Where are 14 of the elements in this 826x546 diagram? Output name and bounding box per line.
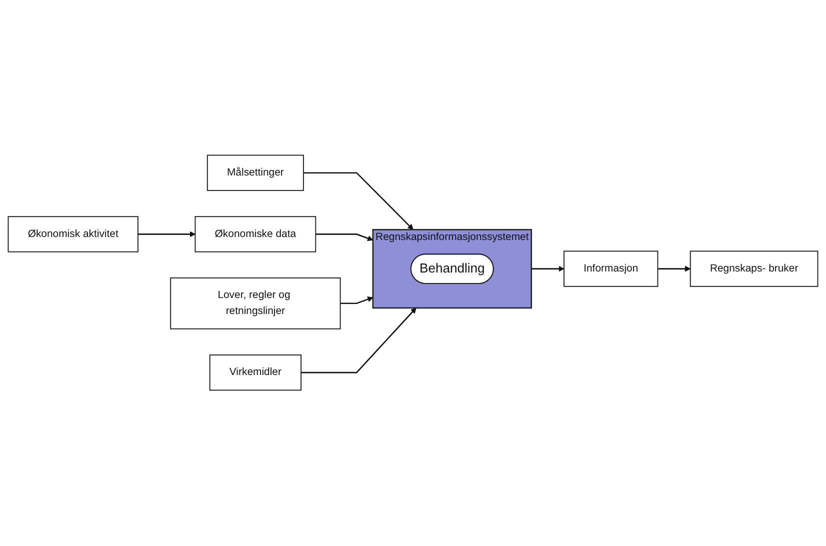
- node-box: Økonomisk aktivitet: [8, 216, 138, 253]
- node-box: Lover, regler og retningslinjer: [170, 278, 341, 330]
- node-box: Målsettinger: [206, 155, 304, 192]
- node-box: Regnskaps- bruker: [690, 250, 818, 288]
- node-box: Økonomiske data: [194, 216, 316, 253]
- node-box: Informasjon: [564, 250, 658, 288]
- arrow: [658, 266, 691, 272]
- arrow: [316, 234, 374, 242]
- arrow: [301, 308, 416, 374]
- arrow: [340, 296, 374, 304]
- arrow: [138, 232, 196, 238]
- node-box: Virkemidler: [209, 354, 302, 391]
- arrow: [303, 172, 414, 230]
- arrow: [531, 266, 564, 272]
